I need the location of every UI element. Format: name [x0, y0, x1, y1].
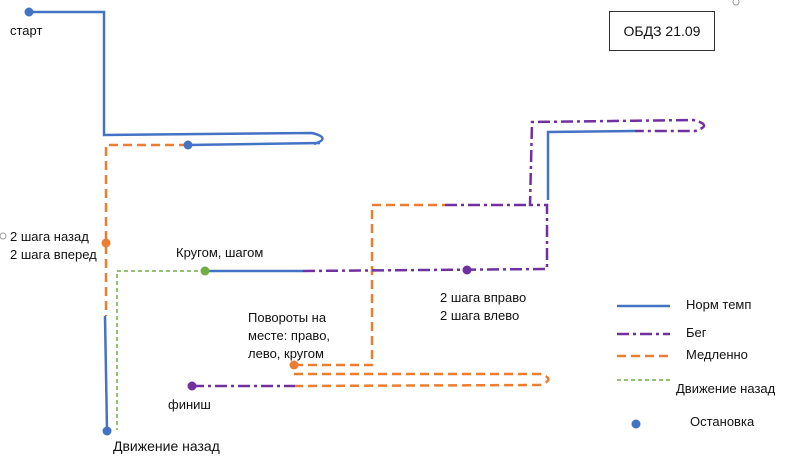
stop-turn [200, 266, 210, 276]
route-slow-middle [294, 203, 445, 367]
legend-normal-label: Норм темп [686, 297, 751, 312]
stop-turns [289, 360, 299, 370]
legend-stop-label: Остановка [690, 414, 755, 429]
label-turns-3: лево, кругом [248, 346, 324, 361]
label-turn-step: Кругом, шагом [176, 245, 263, 260]
edge-mark [0, 232, 7, 240]
label-steps-back: 2 шага назад [10, 229, 89, 244]
route-run-middle [302, 118, 706, 273]
route-normal-return [187, 141, 321, 147]
legend-back-label: Движение назад [676, 381, 776, 396]
route-back [116, 270, 205, 430]
stop-finish [187, 381, 197, 391]
label-side-right: 2 шага вправо [440, 290, 526, 305]
label-steps-forward: 2 шага вперед [10, 247, 97, 262]
label-back-bottom: Движение назад [113, 438, 220, 454]
route-normal-upper [546, 129, 636, 200]
label-side-left: 2 шага влево [440, 308, 519, 323]
label-turns-1: Повороты на [248, 310, 327, 325]
legend-stop-swatch [631, 419, 641, 429]
legend-run-label: Бег [686, 325, 707, 340]
label-finish: финиш [168, 397, 211, 412]
route-normal-start [29, 10, 324, 146]
route-slow-left [104, 143, 188, 316]
diagram-title: ОБДЗ 21.09 [609, 11, 715, 51]
stop-side-steps [462, 265, 472, 275]
edge-mark [732, 0, 740, 6]
label-start: старт [10, 23, 42, 38]
stop-bottom [102, 426, 112, 436]
legend-slow-label: Медленно [686, 347, 748, 362]
stop-upper-left [183, 140, 193, 150]
route-normal-left-down [103, 315, 109, 431]
route-slow-bottom [294, 372, 550, 388]
stop-start [24, 7, 34, 17]
legend: Норм темп Бег Медленно Движение назад Ос… [617, 297, 776, 429]
label-turns-2: месте: право, [248, 328, 330, 343]
stop-steps [101, 238, 111, 248]
